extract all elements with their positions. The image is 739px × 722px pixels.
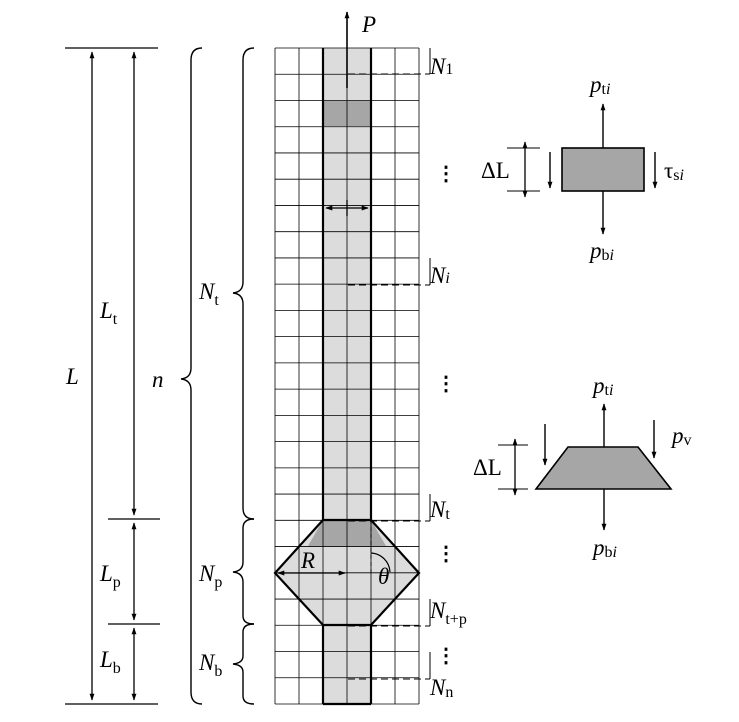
Nb-brace-label: Nb: [198, 650, 222, 680]
Nt-node-label: Nt: [429, 497, 450, 523]
Nt-brace-label: Nt: [198, 279, 219, 309]
Np-brace-label: Np: [198, 561, 222, 591]
force-label: P: [361, 12, 376, 37]
ellipsis-1: ⋮: [436, 163, 456, 185]
pt1-label: pti: [588, 72, 610, 98]
ellipsis-4: ⋮: [436, 645, 456, 667]
N1-label: N1: [429, 54, 453, 79]
pb2-label: pbi: [591, 535, 617, 561]
Lb-label: Lb: [99, 647, 121, 677]
pt2-label: pti: [591, 373, 613, 399]
Ni-label: Ni: [429, 263, 450, 288]
dimension-lines: [65, 47, 160, 705]
Np-brace: [232, 518, 255, 625]
shaft-element-fbd: [507, 103, 658, 235]
dL2-label: ΔL: [473, 455, 502, 480]
ellipsis-2: ⋮: [436, 373, 456, 395]
Ntp-node-label: Nt+p: [429, 598, 467, 628]
Nn-node-label: Nn: [429, 675, 453, 701]
ellipsis-3: ⋮: [436, 543, 456, 565]
n-label: n: [152, 367, 164, 392]
node-leaders: [348, 73, 430, 680]
Lp-label: Lp: [99, 561, 121, 591]
Nt-brace: [232, 47, 255, 520]
pv-label: pv: [670, 423, 692, 449]
dL1-label: ΔL: [481, 158, 510, 183]
L-label: L: [65, 364, 79, 389]
radius-label: R: [300, 548, 315, 573]
angle-arc: [370, 552, 391, 573]
base-element-fbd: [498, 403, 673, 531]
angle-label: θ: [378, 564, 389, 589]
n-brace: [180, 47, 203, 705]
mesh-grid: [274, 47, 420, 705]
Lt-label: Lt: [99, 298, 118, 328]
braces: [180, 47, 255, 705]
pb1-label: pbi: [588, 238, 614, 264]
tau-label: τsi: [664, 158, 684, 184]
Nb-brace: [232, 623, 255, 705]
